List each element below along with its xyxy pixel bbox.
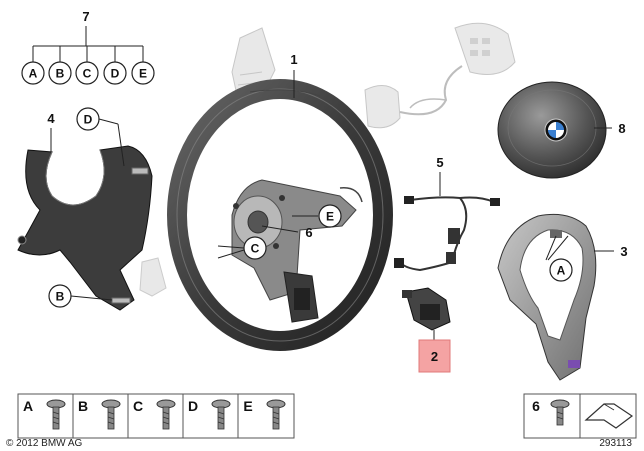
- drawing-number: 293113: [599, 438, 632, 449]
- wheel-callout-6: 6: [261, 225, 313, 240]
- svg-text:C: C: [133, 398, 143, 414]
- steering-wheel-drawing: [167, 79, 393, 351]
- trim-panel-drawing: [497, 213, 597, 381]
- svg-text:6: 6: [305, 225, 312, 240]
- svg-text:A: A: [557, 264, 566, 278]
- switch-connector-drawing: [402, 287, 451, 340]
- multifunction-switch-drawing: [364, 22, 516, 129]
- bmw-logo-icon: [544, 118, 568, 142]
- screw-legend: A B C: [17, 393, 295, 439]
- callout-circle-b: B: [48, 61, 72, 85]
- screw-icon: [156, 399, 176, 430]
- cover-callout-b: B: [48, 284, 113, 308]
- wiring-harness-drawing: [394, 196, 500, 272]
- svg-text:C: C: [83, 67, 92, 81]
- arrow-icon: [584, 403, 634, 429]
- part-6-legend: 6: [523, 393, 637, 439]
- svg-text:A: A: [29, 67, 38, 81]
- paddle-shifter-lower-drawing: [139, 257, 167, 297]
- part-label-7: 7: [82, 9, 89, 24]
- part-label-8: 8: [618, 121, 625, 136]
- part-label-3: 3: [620, 244, 627, 259]
- legend-cell-d: D: [188, 398, 231, 430]
- svg-text:C: C: [251, 242, 260, 256]
- part-label-2: 2: [431, 349, 438, 364]
- screw-icon: [101, 399, 121, 430]
- legend-cell-c: C: [133, 398, 176, 430]
- callout-tree-7: 7 A B C D E: [21, 9, 155, 85]
- svg-text:B: B: [78, 398, 88, 414]
- cover-callout-d: D: [76, 107, 125, 167]
- airbag-module-drawing: [497, 81, 607, 179]
- copyright-notice: © 2012 BMW AG: [6, 438, 83, 449]
- part-label-5: 5: [436, 155, 443, 170]
- svg-text:E: E: [139, 67, 147, 81]
- svg-text:B: B: [56, 290, 65, 304]
- callout-circle-e: E: [131, 61, 155, 85]
- callout-circle-a: A: [21, 61, 45, 85]
- svg-text:D: D: [84, 113, 93, 127]
- svg-text:D: D: [111, 67, 120, 81]
- legend-cell-e: E: [243, 398, 286, 430]
- trim-callout-a: A: [545, 235, 573, 282]
- legend-cell-a: A: [23, 398, 66, 430]
- svg-text:E: E: [326, 210, 334, 224]
- svg-text:E: E: [243, 398, 252, 414]
- wheel-callout-e: E: [292, 204, 342, 228]
- svg-text:B: B: [56, 67, 65, 81]
- svg-text:6: 6: [532, 398, 540, 414]
- wheel-callout-c: C: [217, 236, 267, 260]
- screw-icon: [266, 399, 286, 430]
- screw-icon: [46, 399, 66, 430]
- svg-text:A: A: [23, 398, 33, 414]
- callout-circle-c: C: [75, 61, 99, 85]
- part-label-4: 4: [47, 111, 55, 126]
- legend-cell-b: B: [78, 398, 121, 430]
- svg-text:D: D: [188, 398, 198, 414]
- screw-icon: [550, 399, 570, 426]
- part-2-highlight-box: 2: [418, 339, 451, 373]
- part-label-1: 1: [290, 52, 297, 67]
- steering-column-cover-drawing: [17, 145, 153, 311]
- screw-icon: [211, 399, 231, 430]
- callout-circle-d: D: [103, 61, 127, 85]
